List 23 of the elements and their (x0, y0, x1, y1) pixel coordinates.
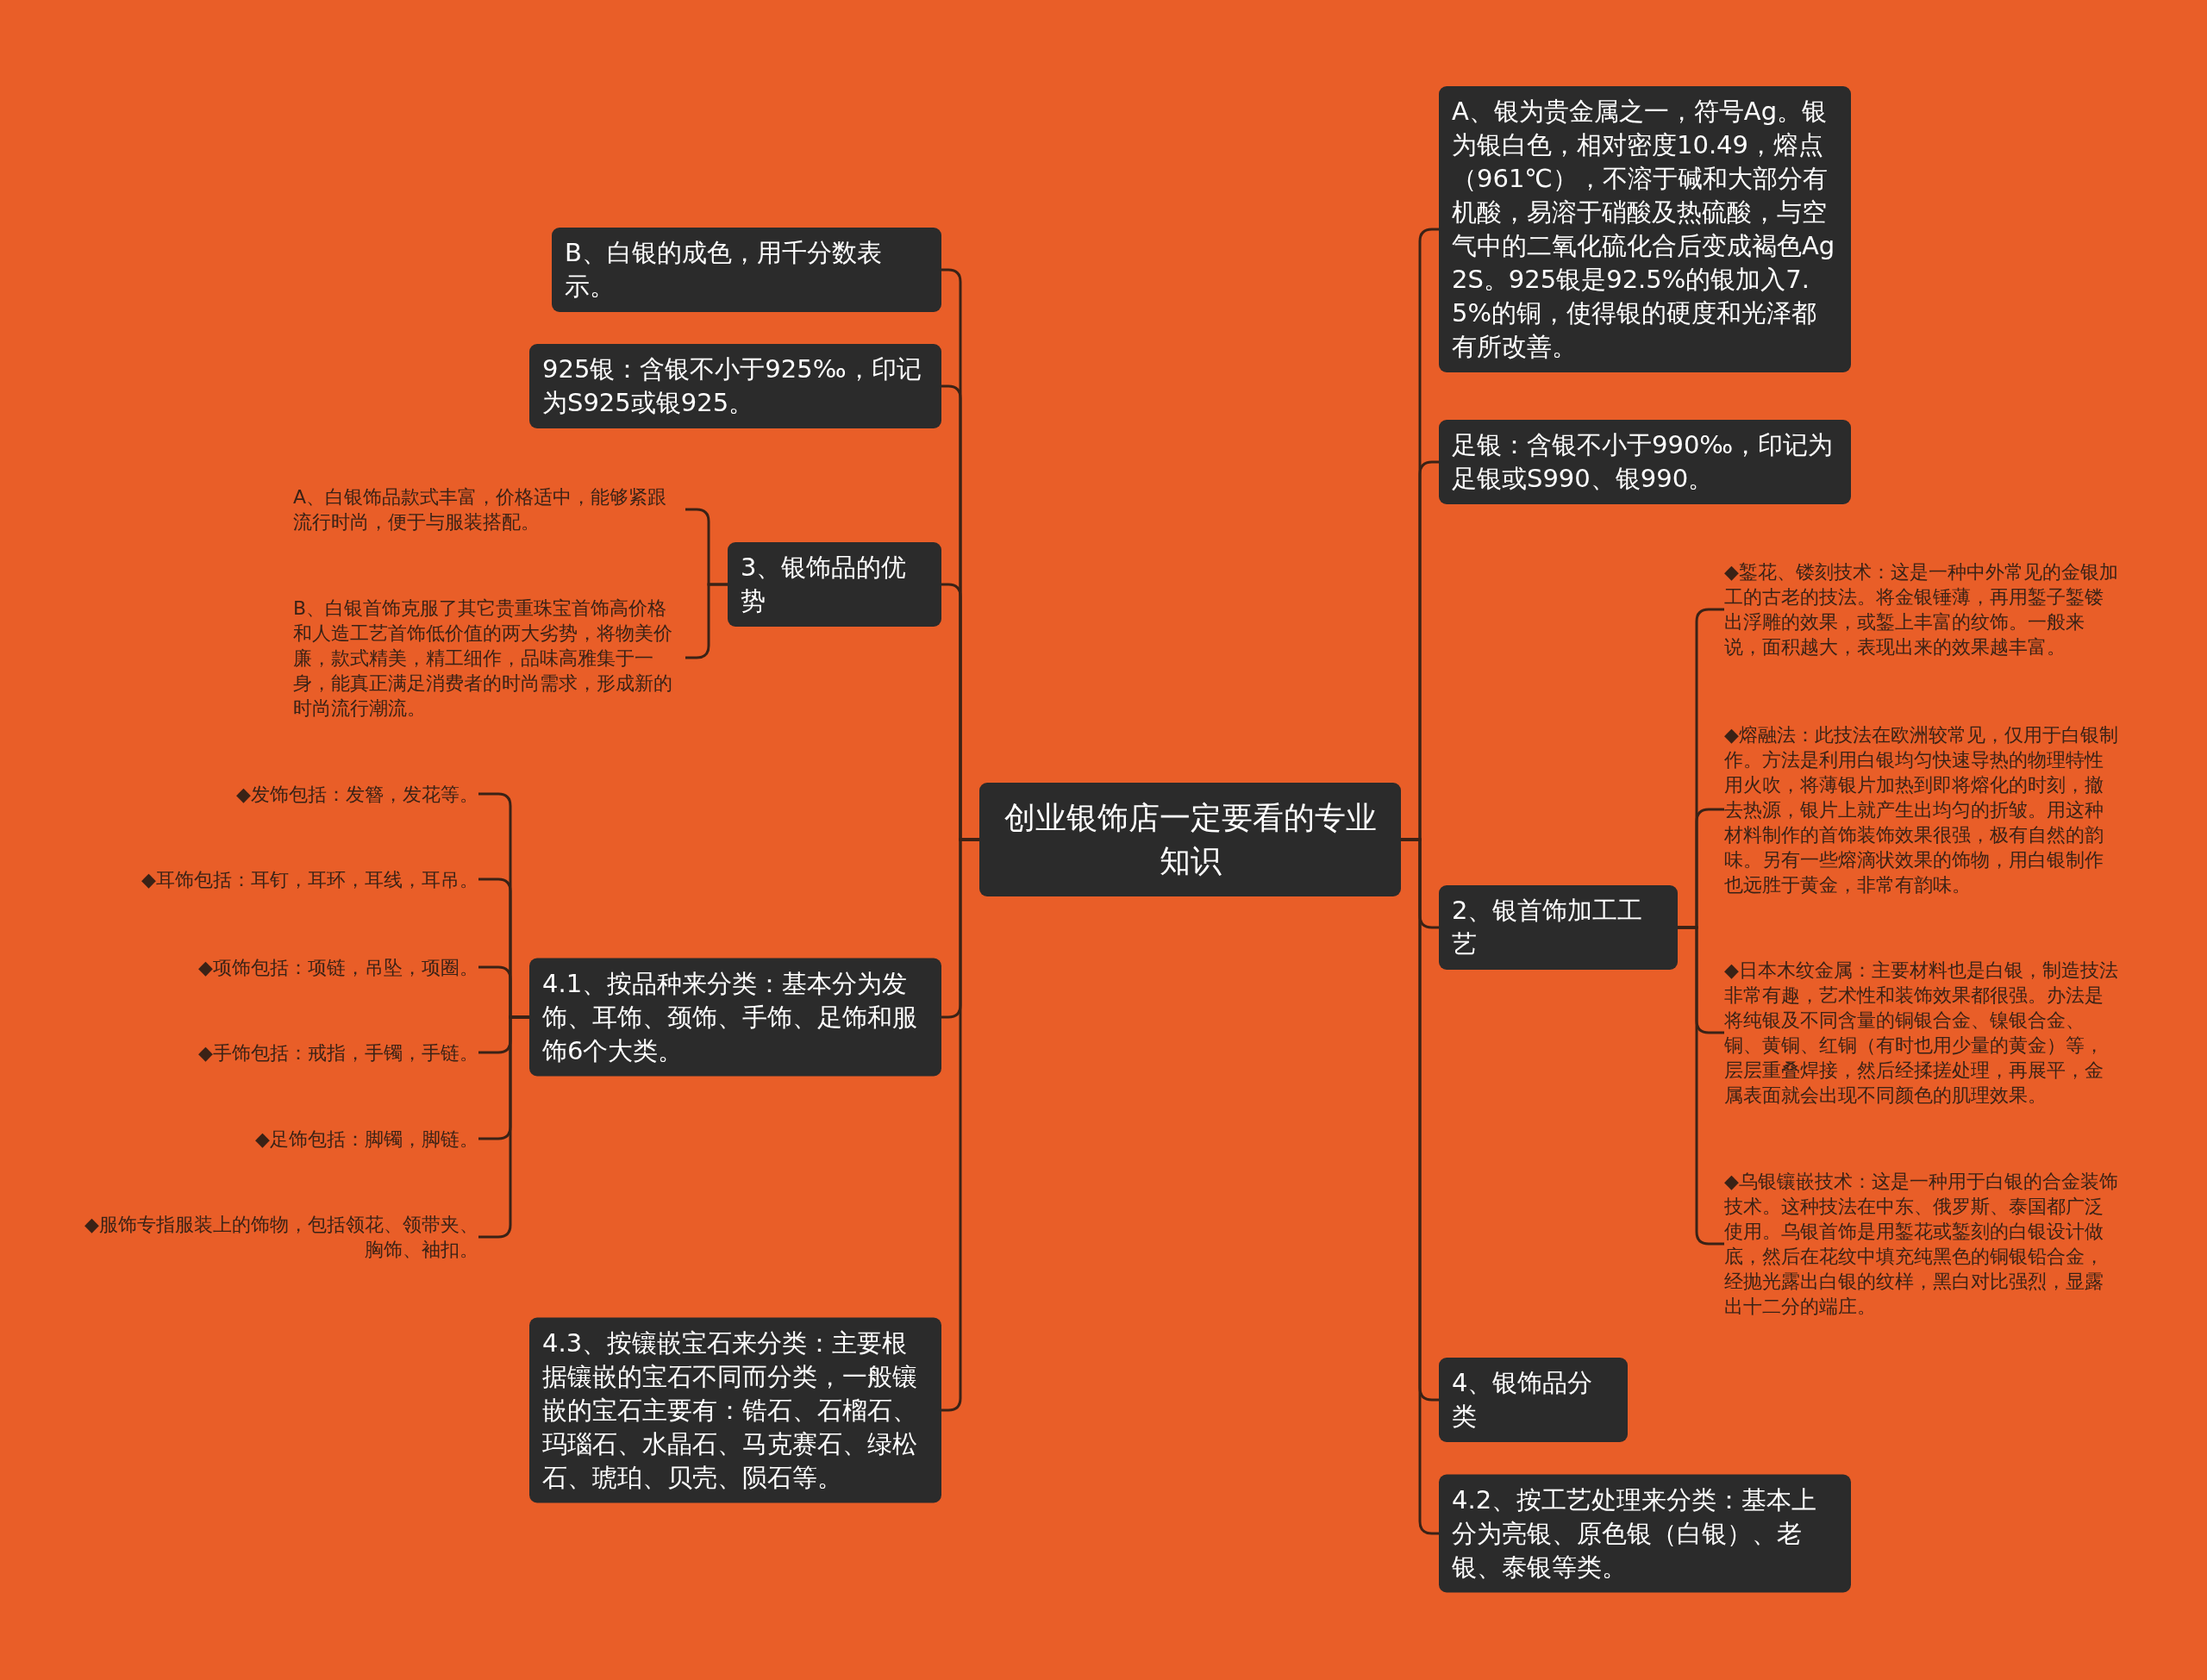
topic-box: 足银：含银不小于990‰，印记为足银或S990、银990。 (1439, 420, 1851, 504)
central-topic-box: 创业银饰店一定要看的专业知识 (979, 783, 1401, 896)
note-text: ◆乌银镶嵌技术：这是一种用于白银的合金装饰技术。这种技法在中东、俄罗斯、泰国都广泛使用。乌银首饰是用錾花或錾刻的白银设计做底，然后在花纹中填充纯黑色的铜银铅合金，经抛光露出白银的纹样，黑白对比强烈，显露出十二分的端庄。 (1724, 1169, 2121, 1319)
note-text: ◆发饰包括：发簪，发花等。 (236, 781, 478, 807)
note-text: A、白银饰品款式丰富，价格适中，能够紧跟流行时尚，便于与服装搭配。 (293, 484, 685, 534)
note-text: ◆项饰包括：项链，吊坠，项圈。 (198, 954, 478, 980)
note-text: ◆足饰包括：脚镯，脚链。 (255, 1126, 478, 1152)
topic-box: 3、银饰品的优势 (728, 542, 941, 627)
note-text: ◆耳饰包括：耳钉，耳环，耳线，耳吊。 (141, 866, 478, 892)
note-text: ◆日本木纹金属：主要材料也是白银，制造技法非常有趣，艺术性和装饰效果都很强。办法是将纯银及不同含量的铜银合金、镍银合金、铜、黄铜、红铜（有时也用少量的黄金）等，层层重叠焊接，然后经揉搓处理，再展平，金属表面就会出现不同颜色的肌理效果。 (1724, 958, 2121, 1108)
topic-box: 4.3、按镶嵌宝石来分类：主要根据镶嵌的宝石不同而分类，一般镶嵌的宝石主要有：锆石、石榴石、玛瑙石、水晶石、马克赛石、绿松石、琥珀、贝壳、陨石等。 (529, 1317, 941, 1503)
topic-box: A、银为贵金属之一，符号Ag。银为银白色，相对密度10.49，熔点（961℃），不溶于碱和大部分有机酸，易溶于硝酸及热硫酸，与空气中的二氧化硫化合后变成褐色Ag2S。925银是92.5%的银加入7.5%的铜，使得银的硬度和光泽都有所改善。 (1439, 86, 1851, 372)
topic-box: B、白银的成色，用千分数表示。 (552, 228, 941, 312)
note-text: ◆手饰包括：戒指，手镯，手链。 (198, 1040, 478, 1065)
note-text: ◆錾花、镂刻技术：这是一种中外常见的金银加工的古老的技法。将金银锤薄，再用錾子錾镂出浮雕的效果，或錾上丰富的纹饰。一般来说，面积越大，表现出来的效果越丰富。 (1724, 559, 2121, 659)
topic-box: 4、银饰品分类 (1439, 1358, 1628, 1442)
topic-box: 2、银首饰加工工艺 (1439, 885, 1678, 970)
topic-box: 4.2、按工艺处理来分类：基本上分为亮银、原色银（白银）、老银、泰银等类。 (1439, 1474, 1851, 1593)
topic-box: 4.1、按品种来分类：基本分为发饰、耳饰、颈饰、手饰、足饰和服饰6个大类。 (529, 958, 941, 1077)
note-text: ◆服饰专指服装上的饰物，包括领花、领带夹、胸饰、袖扣。 (73, 1212, 478, 1262)
note-text: B、白银首饰克服了其它贵重珠宝首饰高价格和人造工艺首饰低价值的两大劣势，将物美价廉，款式精美，精工细作，品味高雅集于一身，能真正满足消费者的时尚需求，形成新的时尚流行潮流。 (293, 595, 685, 721)
topic-box: 925银：含银不小于925‰，印记为S925或银925。 (529, 344, 941, 428)
note-text: ◆熔融法：此技法在欧洲较常见，仅用于白银制作。方法是利用白银均匀快速导热的物理特性用火吹，将薄银片加热到即将熔化的时刻，撤去热源，银片上就产生出均匀的折皱。用这种材料制作的首饰装饰效果很强，极有自然的韵味。另有一些熔滴状效果的饰物，用白银制作也远胜于黄金，非常有韵味。 (1724, 721, 2121, 897)
